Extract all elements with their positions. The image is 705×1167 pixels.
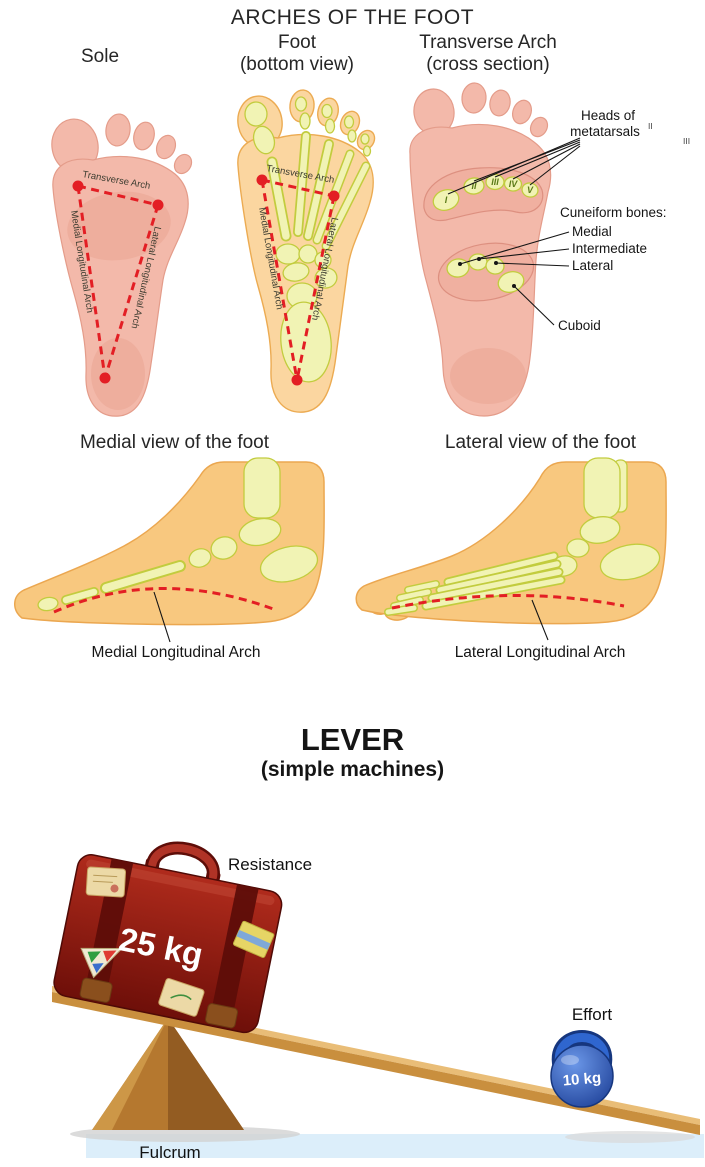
plank-shadow: [565, 1131, 695, 1143]
column-label-bottom-view-line2: (bottom view): [239, 54, 355, 75]
cuneiform-title: Cuneiform bones:: [560, 205, 667, 220]
lateral-foot-bones: [384, 457, 661, 616]
cuneiform-lateral-label: Lateral: [572, 258, 613, 273]
strap-buckle-right: [205, 1003, 239, 1029]
sole-arch-triangle: [72, 180, 164, 384]
heads-label-line1: Heads of: [581, 108, 635, 123]
medial-arch-pointer-line: [153, 591, 171, 643]
bottom-view-diagram: Transverse Arch Medial Longitudinal Arch…: [237, 89, 376, 413]
resistance-label: Resistance: [228, 855, 312, 874]
superscript-iii: III: [683, 136, 690, 146]
lateral-view-diagram: Lateral Longitudinal Arch: [355, 457, 667, 661]
page-title: ARCHES OF THE FOOT: [230, 6, 475, 29]
annotation-lines: [447, 137, 581, 326]
metatarsal-heads-group: I II III IV V: [423, 167, 544, 222]
sticker-bottom: [158, 978, 205, 1017]
column-label-sole: Sole: [80, 46, 120, 67]
suitcase-handle: [148, 844, 218, 882]
column-label-bottom-view: Foot (bottom view): [208, 32, 386, 76]
cuneiform-cuboid-group: [437, 242, 535, 302]
cross-section-diagram: I II III IV V Heads o: [409, 82, 690, 417]
fulcrum-triangle: [92, 1018, 244, 1130]
metatarsal-numeral-5: V: [527, 185, 534, 195]
effort-weight-label: 10 kg: [562, 1069, 602, 1089]
lever-title: LEVER: [300, 722, 405, 757]
sole-foot-shape: [51, 113, 193, 417]
lateral-arch-pointer-line: [531, 599, 549, 641]
metatarsal-numeral-2: II: [471, 181, 477, 191]
strap-buckle-left: [79, 977, 113, 1003]
cuneiform-intermediate-label: Intermediate: [572, 241, 647, 256]
suitcase: 25 kg: [53, 841, 283, 1034]
lateral-arch-caption: Lateral Longitudinal Arch: [455, 644, 626, 661]
metatarsal-numeral-1: I: [445, 195, 448, 205]
cuboid-label: Cuboid: [558, 318, 601, 333]
lever-subtitle: (simple machines): [260, 758, 445, 781]
metatarsal-numeral-3: III: [491, 177, 499, 187]
lateral-view-title: Lateral view of the foot: [444, 432, 637, 453]
lever-diagram: 25 kg 10 kg Resistance Effort Fulcrum: [52, 841, 704, 1162]
column-label-cross-section: Transverse Arch (cross section): [392, 32, 584, 76]
bottom-view-arch-triangle: [256, 174, 340, 386]
sole-diagram: Transverse Arch Medial Longitudinal Arch…: [51, 113, 193, 417]
suitcase-top-sheen: [86, 859, 275, 906]
sticker-top-left: [85, 866, 127, 898]
medial-arch-curve: [53, 587, 277, 614]
column-label-cross-section-line2: (cross section): [426, 54, 550, 75]
medial-view-title: Medial view of the foot: [79, 432, 270, 453]
lateral-arch-curve: [391, 594, 625, 610]
column-label-bottom-view-line1: Foot: [277, 32, 317, 53]
kettlebell: 10 kg: [550, 1030, 614, 1108]
medial-foot-bones: [37, 457, 319, 612]
effort-label: Effort: [572, 1005, 613, 1024]
sticker-right: [232, 920, 275, 958]
kettlebell-body: [550, 1044, 614, 1108]
kettlebell-highlight: [561, 1055, 579, 1065]
medial-arch-caption: Medial Longitudinal Arch: [92, 644, 261, 661]
sticker-pennant: [80, 947, 124, 979]
metatarsal-numeral-4: IV: [509, 179, 519, 189]
heads-label-line2: metatarsals: [570, 124, 640, 139]
suitcase-strap-right: [208, 884, 259, 1030]
fulcrum-label: Fulcrum: [139, 1143, 200, 1162]
cuneiform-medial-label: Medial: [572, 224, 612, 239]
column-label-cross-section-line1: Transverse Arch: [419, 32, 557, 53]
superscript-ii: II: [648, 121, 653, 131]
medial-view-diagram: Medial Longitudinal Arch: [14, 457, 325, 661]
